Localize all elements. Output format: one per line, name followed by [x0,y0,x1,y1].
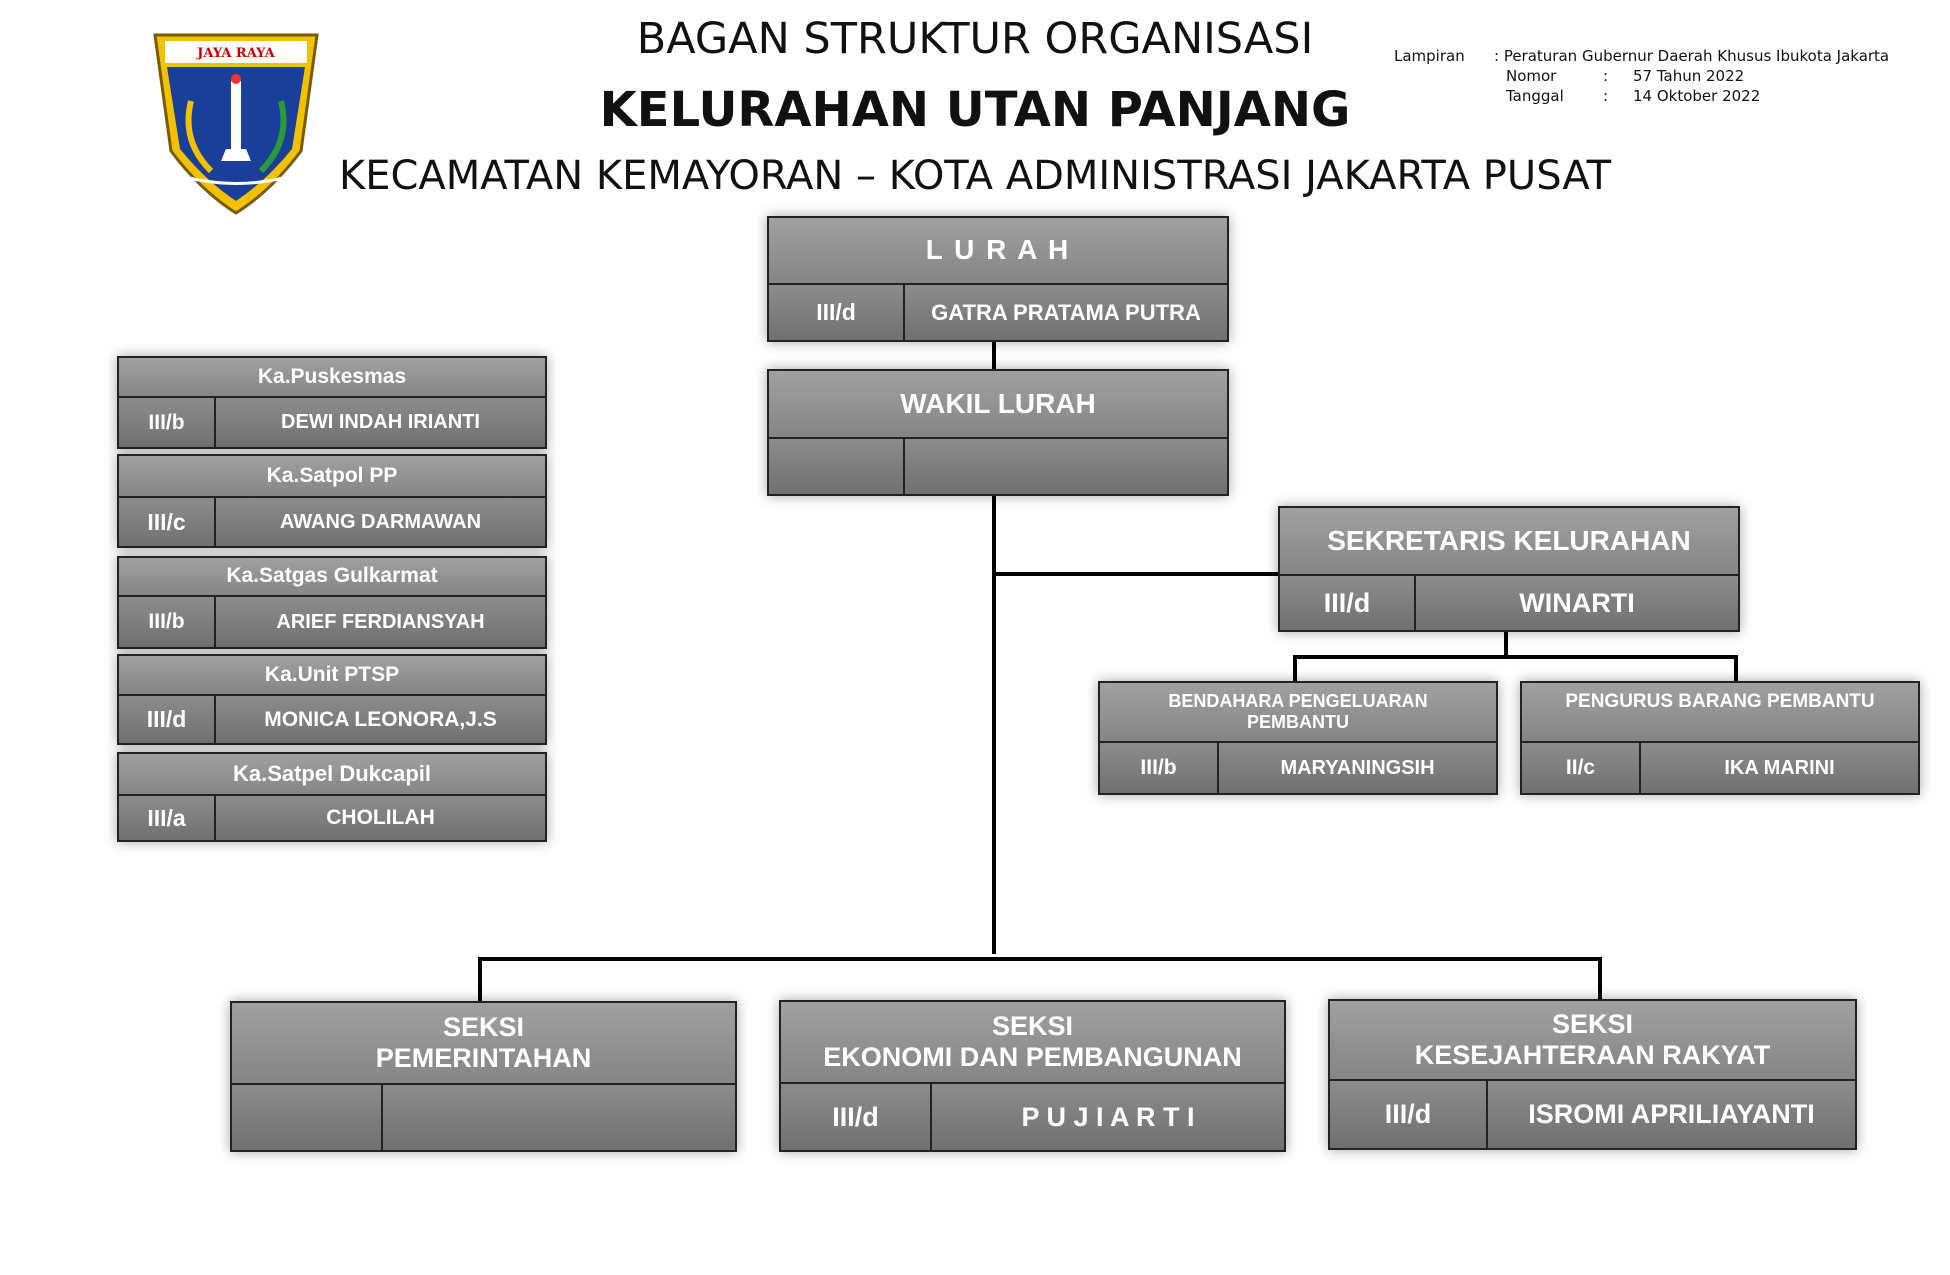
rank [232,1085,383,1150]
connector-line [1293,655,1297,683]
official-name: ARIEF FERDIANSYAH [216,597,545,647]
unit-title: Ka.Satpol PP [119,456,545,498]
attachment-value: : Peraturan Gubernur Daerah Khusus Ibuko… [1494,47,1890,65]
svg-text:JAYA RAYA: JAYA RAYA [196,46,275,61]
official-name: IKA MARINI [1641,743,1918,793]
tanggal-sep: : [1603,87,1609,105]
official-name: P U J I A R T I [932,1084,1284,1150]
connector-line [1504,630,1508,658]
unit-title: Ka.Unit PTSP [119,656,545,696]
rank: III/c [119,498,216,546]
connector-line [478,957,482,1003]
nomor-value: 57 Tahun 2022 [1633,67,1745,85]
position-title: SEKRETARIS KELURAHAN [1280,508,1738,576]
official-name: GATRA PRATAMA PUTRA [905,285,1227,340]
unit-title: Ka.Satpel Dukcapil [119,754,545,796]
rank [769,439,905,494]
connector-line [992,494,996,954]
rank: III/b [119,398,216,447]
wakil-lurah-box: WAKIL LURAH [767,369,1229,496]
position-title: PENGURUS BARANG PEMBANTU [1522,683,1918,743]
official-name: CHOLILAH [216,796,545,840]
rank: III/d [1330,1081,1488,1148]
rank: III/b [1100,743,1219,793]
office-name: KELURAHAN UTAN PANJANG [599,82,1351,138]
position-title: L U R A H [769,218,1227,285]
official-name [905,439,1227,494]
section-title: PEMERINTAHAN [375,1043,592,1073]
section-label: SEKSI [991,1010,1074,1041]
section-label: SEKSI [1551,1008,1634,1039]
unit-title: Ka.Puskesmas [119,358,545,398]
nomor-sep: : [1603,67,1609,85]
jakarta-logo: JAYA RAYA [153,33,319,215]
connector-line [1598,957,1602,1001]
official-name: MARYANINGSIH [1219,743,1496,793]
attachment-label: Lampiran [1394,47,1465,65]
rank: III/d [769,285,905,340]
official-name [383,1085,735,1150]
connector-line [992,572,1280,576]
official-name: WINARTI [1416,576,1738,630]
connector-line [1734,655,1738,683]
section-label: SEKSI [442,1011,525,1042]
district-name: KECAMATAN KEMAYORAN – KOTA ADMINISTRASI … [338,153,1612,199]
nomor-label: Nomor [1506,67,1557,85]
connector-line [478,957,1602,961]
official-name: DEWI INDAH IRIANTI [216,398,545,447]
section-title: EKONOMI DAN PEMBANGUNAN [823,1042,1242,1072]
rank: III/a [119,796,216,840]
unit-title: Ka.Satgas Gulkarmat [119,558,545,597]
tanggal-label: Tanggal [1506,87,1564,105]
rank: II/c [1522,743,1641,793]
rank: III/b [119,597,216,647]
position-title: BENDAHARA PENGELUARAN PEMBANTU [1100,683,1496,743]
rank: III/d [1280,576,1416,630]
rank: III/d [781,1084,932,1150]
connector-line [1293,655,1738,659]
chart-title: BAGAN STRUKTUR ORGANISASI [636,14,1314,64]
rank: III/d [119,696,216,743]
section-title: KESEJAHTERAAN RAKYAT [1414,1040,1771,1070]
tanggal-value: 14 Oktober 2022 [1633,87,1761,105]
position-title: WAKIL LURAH [769,371,1227,439]
official-name: ISROMI APRILIAYANTI [1488,1081,1855,1148]
official-name: MONICA LEONORA,J.S [216,696,545,743]
connector-line [992,340,996,370]
official-name: AWANG DARMAWAN [216,498,545,546]
